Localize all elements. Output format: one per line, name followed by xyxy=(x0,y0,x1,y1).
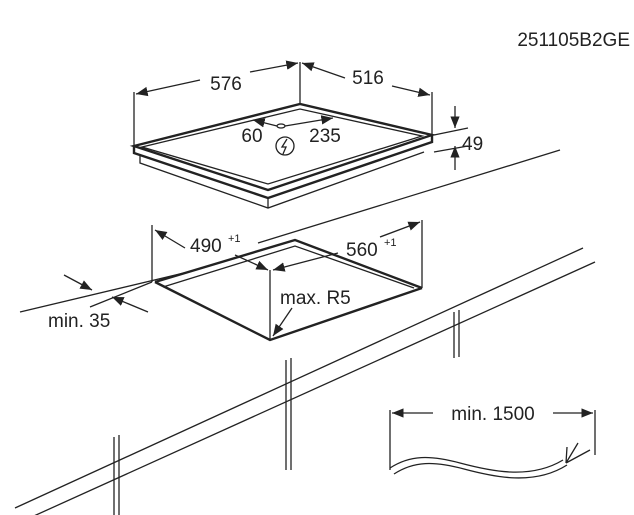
cutout-depth-label: 490 xyxy=(190,236,222,257)
cutout-width-tolerance: +1 xyxy=(384,237,397,249)
connection-point xyxy=(276,123,286,129)
connection-offset-back: 235 xyxy=(309,126,341,147)
cutout-width-label: 560 xyxy=(346,240,378,261)
hob-glass-inner xyxy=(139,108,425,185)
corner-radius-label: max. R5 xyxy=(280,288,351,309)
min-wall-distance-label: min. 35 xyxy=(48,311,110,332)
connection-offset-left: 60 xyxy=(241,126,262,147)
countertop xyxy=(14,149,596,515)
hob: 576 516 60 235 49 xyxy=(129,60,483,209)
hob-height-label: 49 xyxy=(462,134,483,155)
cable-length-label: min. 1500 xyxy=(451,404,534,425)
drawing-code: 251105B2GE xyxy=(517,30,630,51)
hob-depth-label: 516 xyxy=(352,68,384,89)
cutout-depth-tolerance: +1 xyxy=(228,233,241,245)
hob-width-label: 576 xyxy=(210,74,242,95)
electric-lightning-icon xyxy=(275,136,295,156)
power-cable: min. 1500 xyxy=(389,404,596,479)
cutout: 490 +1 560 +1 max. R5 min. 35 xyxy=(48,220,423,342)
hob-body xyxy=(139,151,425,209)
